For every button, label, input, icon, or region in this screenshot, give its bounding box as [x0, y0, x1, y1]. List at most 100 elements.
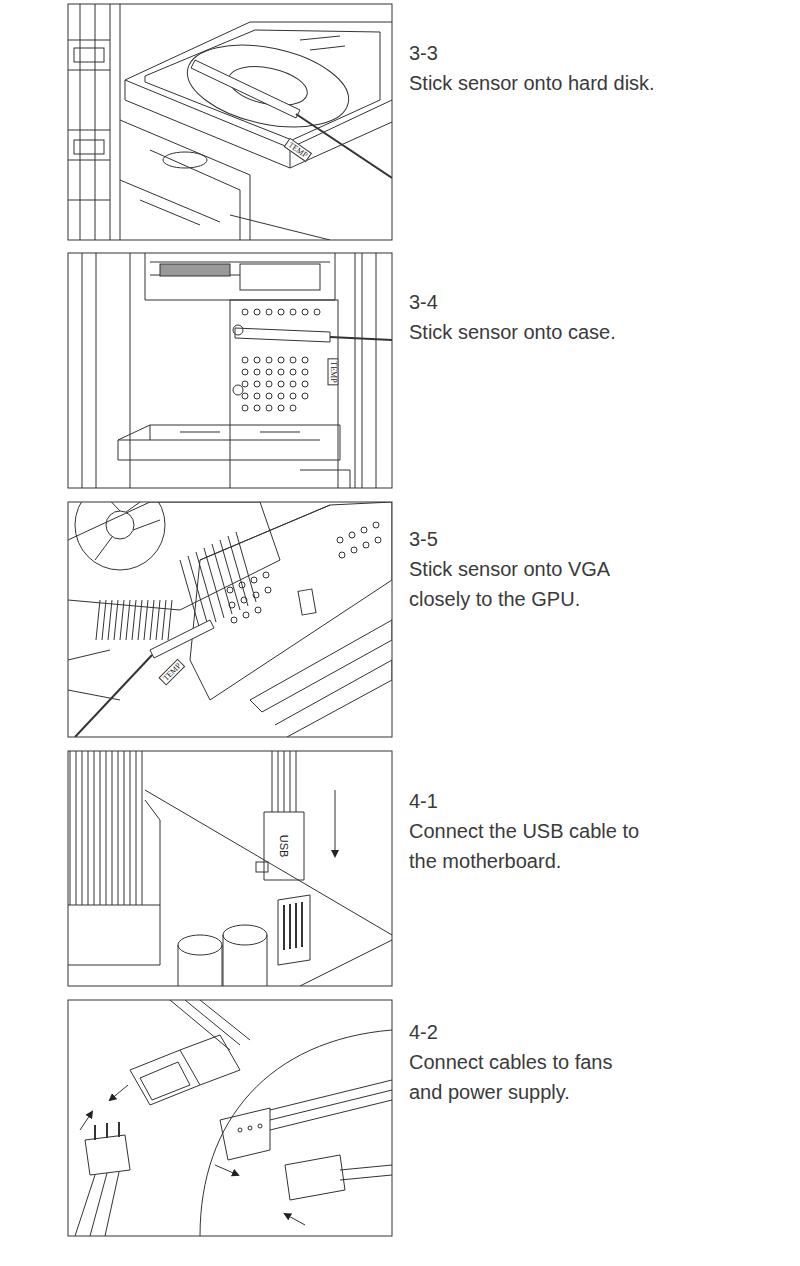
perforation	[278, 381, 284, 387]
cables-drawing	[238, 1128, 242, 1132]
usb-drawing	[284, 902, 302, 950]
perforation	[266, 393, 272, 399]
bracket-holes	[351, 547, 357, 553]
perforation	[302, 309, 308, 315]
bracket-holes	[251, 577, 257, 583]
usb-drawing	[272, 751, 296, 812]
usb-drawing	[178, 945, 222, 986]
perforation	[242, 357, 248, 363]
usb-drawing	[278, 895, 310, 965]
usb-drawing	[335, 790, 336, 856]
cables-drawing	[220, 1108, 270, 1160]
heatsink-fins	[180, 532, 256, 630]
vga-drawing	[200, 505, 330, 560]
perforation	[266, 381, 272, 387]
cables-drawing	[110, 1085, 128, 1100]
cables-drawing	[258, 1124, 262, 1128]
cpu-cooler	[68, 751, 160, 965]
heatsink-fins	[96, 600, 172, 640]
step-number: 4-2	[409, 1017, 509, 1047]
hard-disk-drawing	[191, 60, 300, 118]
panel-frame	[68, 4, 392, 240]
perforation	[290, 369, 296, 375]
step-text: Connect the USB cable to the motherboard…	[409, 816, 671, 876]
cables-drawing	[200, 1030, 392, 1236]
perforation	[254, 369, 260, 375]
step-text: Connect cables to fans and power supply.	[409, 1047, 645, 1107]
bracket-holes	[263, 572, 269, 578]
step-number: 4-1	[409, 786, 509, 816]
hard-disk-drawing	[145, 30, 380, 140]
perforation	[242, 393, 248, 399]
vga-drawing	[150, 620, 214, 658]
step-number: 3-5	[409, 524, 509, 554]
usb-drawing	[264, 812, 304, 880]
perforation	[266, 357, 272, 363]
panel-frame	[68, 1000, 392, 1236]
hard-disk-drawing	[180, 32, 356, 140]
perforation	[302, 357, 308, 363]
vga-drawing	[68, 502, 280, 610]
cables-drawing	[75, 1000, 392, 1236]
usb-drawing	[223, 935, 267, 986]
case-drawing	[180, 432, 300, 433]
cables-drawing	[95, 1122, 119, 1140]
perforation	[254, 309, 260, 315]
cables-drawing	[248, 1126, 252, 1130]
bracket-holes	[375, 537, 381, 543]
step-text: Stick sensor onto hard disk.	[409, 68, 789, 98]
cpu-cooler	[68, 800, 160, 965]
cables-drawing	[130, 1050, 200, 1105]
perforation	[302, 393, 308, 399]
perforation	[290, 405, 296, 411]
hard-disk-drawing	[68, 4, 392, 240]
sensor-tag: TEMP	[158, 658, 185, 685]
perforation	[266, 369, 272, 375]
perforation	[254, 405, 260, 411]
perforation	[242, 405, 248, 411]
sensor-tag: TEMP	[284, 138, 313, 163]
bracket-holes	[361, 527, 367, 533]
hard-disk-drawing	[80, 4, 120, 240]
perforation	[290, 309, 296, 315]
perforation	[242, 309, 320, 411]
perforation	[242, 369, 248, 375]
vga-drawing	[106, 511, 134, 539]
bracket-holes	[229, 602, 235, 608]
case-drawing	[233, 325, 243, 335]
step-text: Stick sensor onto VGA closely to the GPU…	[409, 554, 649, 614]
bracket-holes	[241, 597, 247, 603]
hard-disk-drawing	[163, 152, 207, 168]
case-drawing	[330, 337, 392, 340]
perforation	[290, 393, 296, 399]
perforation	[242, 381, 248, 387]
bracket-holes	[373, 522, 379, 528]
cables-drawing	[285, 1214, 305, 1225]
perforation	[242, 309, 248, 315]
step-text: Stick sensor onto case.	[409, 317, 789, 347]
case-drawing	[82, 253, 376, 488]
cables-drawing	[170, 1000, 250, 1050]
case-drawing	[118, 425, 340, 460]
cpu-cooler	[70, 751, 142, 905]
perforation	[278, 309, 284, 315]
vga-drawing	[68, 650, 120, 700]
perforation	[314, 309, 320, 315]
case-drawing	[300, 470, 350, 488]
bracket-holes	[253, 592, 259, 598]
perforation	[254, 393, 260, 399]
bracket-holes	[243, 612, 249, 618]
cables-drawing	[215, 1165, 238, 1175]
sensor-tag: TEMP	[328, 358, 339, 385]
bracket-holes	[339, 552, 345, 558]
step-number: 3-3	[409, 38, 509, 68]
bracket-holes	[337, 537, 343, 543]
perforation	[290, 357, 296, 363]
hard-disk-drawing	[74, 48, 104, 62]
perforation	[266, 405, 272, 411]
case-drawing	[233, 385, 243, 395]
cables-drawing	[140, 1062, 190, 1100]
hard-disk-drawing	[74, 140, 104, 154]
hard-disk-drawing	[296, 114, 392, 178]
bracket-holes	[265, 587, 271, 593]
